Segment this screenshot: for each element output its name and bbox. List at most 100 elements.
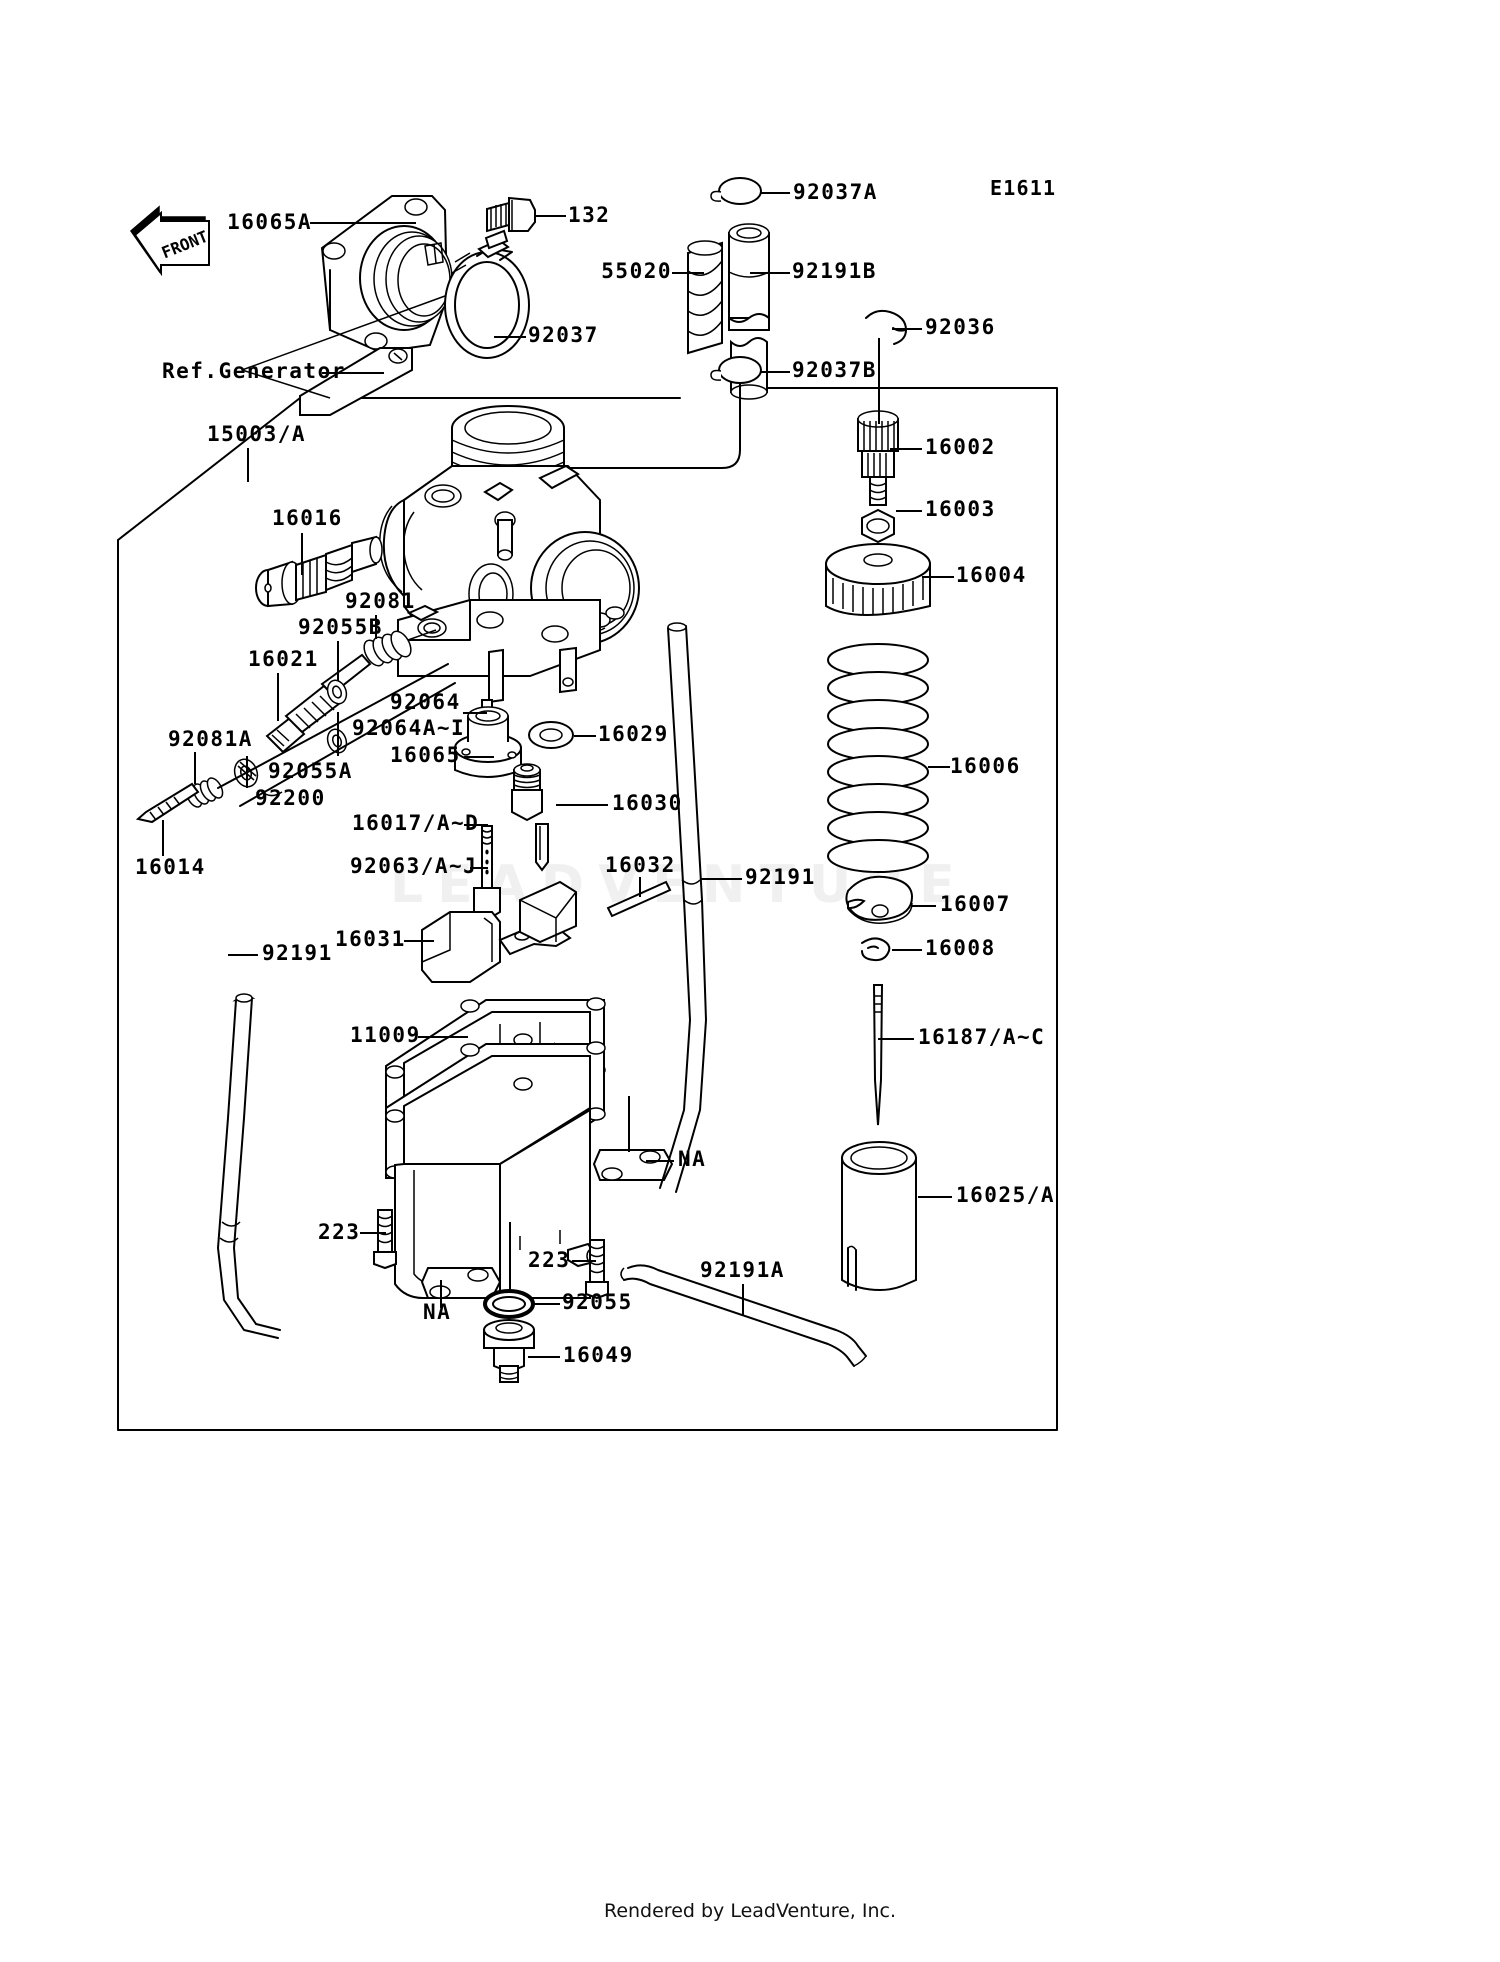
label-na-right: NA xyxy=(678,1147,707,1171)
leader-92191b xyxy=(750,272,790,274)
leader-na1 xyxy=(646,1160,674,1162)
leader-92055 xyxy=(534,1303,560,1305)
label-16025A: 16025/A xyxy=(956,1183,1056,1207)
part-92037B-clip xyxy=(711,357,761,383)
leader-16016 xyxy=(301,533,303,575)
part-16049-drain-plug xyxy=(484,1320,534,1382)
part-92064-jet xyxy=(480,700,494,754)
label-223-left: 223 xyxy=(318,1220,361,1244)
label-92037A: 92037A xyxy=(793,180,878,204)
leader-16065 xyxy=(464,756,494,758)
label-132: 132 xyxy=(568,203,611,227)
leader-16017 xyxy=(464,824,488,826)
part-16017-main-jet xyxy=(474,826,500,920)
label-11009: 11009 xyxy=(350,1023,421,1047)
part-16029-washer xyxy=(529,722,573,748)
label-92081A: 92081A xyxy=(168,727,253,751)
leader-92055b xyxy=(337,641,339,681)
part-11009-gasket xyxy=(386,998,605,1134)
label-16014: 16014 xyxy=(135,855,206,879)
leader-92081 xyxy=(375,615,377,639)
label-16021: 16021 xyxy=(248,647,319,671)
leader-92037 xyxy=(494,336,526,338)
leader-92037b xyxy=(760,371,790,373)
label-16049: 16049 xyxy=(563,1343,634,1367)
label-92191A: 92191A xyxy=(700,1258,785,1282)
label-16004: 16004 xyxy=(956,563,1027,587)
label-16002: 16002 xyxy=(925,435,996,459)
label-16065: 16065 xyxy=(390,743,461,767)
label-16065A: 16065A xyxy=(227,210,312,234)
label-16187A-C: 16187/A~C xyxy=(918,1025,1046,1049)
label-223-right: 223 xyxy=(528,1248,571,1272)
label-16003: 16003 xyxy=(925,497,996,521)
leader-16065a xyxy=(310,222,416,224)
leader-16049 xyxy=(528,1356,560,1358)
part-16008-eclip xyxy=(862,938,889,960)
part-16006-spring xyxy=(828,644,928,872)
label-92055B: 92055B xyxy=(298,615,383,639)
label-16030: 16030 xyxy=(612,791,683,815)
label-92064A-I: 92064A~I xyxy=(352,716,466,740)
label-16008: 16008 xyxy=(925,936,996,960)
leader-15003a xyxy=(247,448,249,482)
label-16007: 16007 xyxy=(940,892,1011,916)
part-16187-needle xyxy=(874,985,882,1125)
label-16006: 16006 xyxy=(950,754,1021,778)
leader-16002v xyxy=(878,338,880,424)
leader-92191a xyxy=(742,1284,744,1316)
part-92055-oring-bottom xyxy=(485,1291,533,1317)
leader-92200b xyxy=(246,756,248,788)
leader-92055a2 xyxy=(337,712,339,756)
leader-na2 xyxy=(440,1280,442,1308)
label-92064: 92064 xyxy=(390,690,461,714)
part-92063-jet xyxy=(478,920,498,965)
label-92055: 92055 xyxy=(562,1290,633,1314)
label-92191-mid: 92191 xyxy=(745,865,816,889)
part-16030-jets xyxy=(512,764,548,870)
leader-16029 xyxy=(574,735,596,737)
leader-16007 xyxy=(912,905,936,907)
leader-132 xyxy=(536,215,566,217)
label-na-left: NA xyxy=(423,1300,452,1324)
part-15003-carburetor-body xyxy=(380,406,639,702)
part-16004-cap xyxy=(826,544,930,615)
leader-16006 xyxy=(928,766,950,768)
leader-16004 xyxy=(922,576,954,578)
label-92036: 92036 xyxy=(925,315,996,339)
label-92037: 92037 xyxy=(528,323,599,347)
leader-92036 xyxy=(892,328,922,330)
leader-92063 xyxy=(470,867,488,869)
part-92037-clamp xyxy=(445,231,529,358)
part-16007-plate xyxy=(846,877,912,923)
leader-16187 xyxy=(878,1038,914,1040)
part-55020-hose xyxy=(688,241,722,353)
leader-92191left xyxy=(228,954,258,956)
leader-11009 xyxy=(418,1036,468,1038)
part-92037A-clip xyxy=(711,178,761,204)
part-na-tab-right xyxy=(594,1150,672,1180)
leader-refgenerator xyxy=(322,372,384,374)
part-223-screw-left xyxy=(374,1210,396,1268)
label-ref-generator: Ref.Generator xyxy=(162,359,346,383)
leader-92081a xyxy=(194,752,196,784)
leader-92064 xyxy=(463,712,487,714)
leader-16003 xyxy=(896,510,922,512)
label-92200: 92200 xyxy=(255,786,326,810)
leader-223b xyxy=(572,1260,596,1262)
leader-92191mid xyxy=(700,878,742,880)
part-16014-screw xyxy=(138,784,198,822)
label-55020: 55020 xyxy=(601,259,672,283)
part-92191-hose-left xyxy=(218,994,280,1338)
label-15003A: 15003/A xyxy=(207,422,307,446)
leader-55020 xyxy=(672,272,704,274)
leader-223a xyxy=(360,1232,386,1234)
label-92037B: 92037B xyxy=(792,358,877,382)
label-16016: 16016 xyxy=(272,506,343,530)
label-92191-left: 92191 xyxy=(262,941,333,965)
front-direction-arrow: FRONT xyxy=(125,195,225,285)
diagram-id-code: E1611 xyxy=(990,176,1057,200)
part-na-tab-left xyxy=(422,1268,500,1298)
leader-16031 xyxy=(404,940,434,942)
